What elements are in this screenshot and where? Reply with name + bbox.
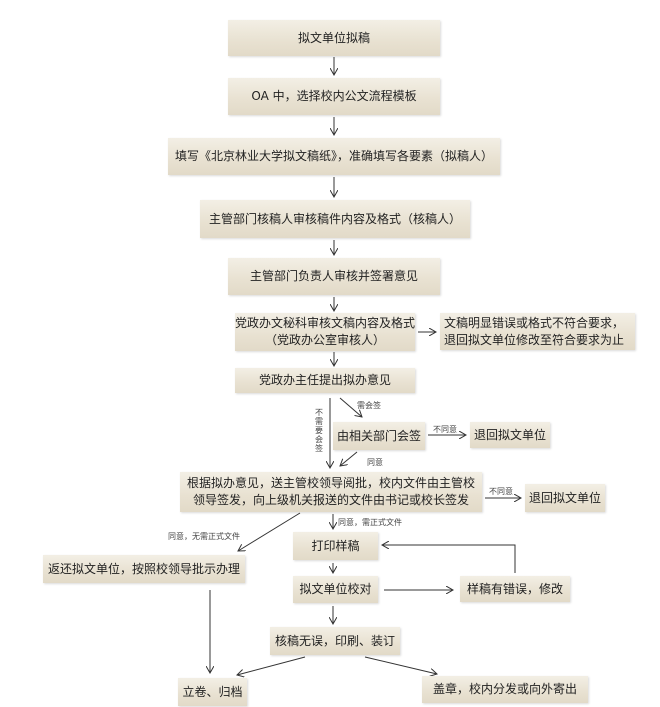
step-label: 返还拟文单位，按照校领导批示办理 [47, 561, 240, 576]
step-label: 拟文单位拟稿 [297, 30, 370, 45]
step-label: 打印样稿 [311, 538, 360, 553]
step-fill-form: 填写《北京林业大学拟文稿纸》，准确填写各要素（拟稿人） [168, 138, 500, 175]
label-disagree-cosign: 不同意 [433, 425, 457, 434]
step-label: 拟文单位校对 [299, 582, 372, 596]
step-label: 根据拟办意见，送主管校领导阅批，校内文件由主管校 [186, 476, 475, 490]
arrow [339, 397, 362, 417]
step-print-bind: 核稿无误，印刷、装订 [270, 627, 400, 655]
step-cosign: 由相关部门会签 [333, 422, 425, 450]
step-label: 主管部门负责人审核并签署意见 [249, 269, 418, 283]
label-agree-formal: 同意，需正式文件 [338, 518, 402, 527]
arrow [238, 512, 301, 551]
step-label: 主管部门核稿人审核稿件内容及格式（核稿人） [208, 211, 461, 226]
arrow [340, 451, 358, 466]
step-return-cosign: 退回拟文单位 [470, 422, 550, 448]
label-need-cosign: 需会签 [357, 401, 381, 410]
step-label: 立卷、归档 [182, 684, 243, 699]
step-label: 样稿有错误，修改 [466, 581, 563, 596]
label-no-cosign: 不需要会签 [315, 408, 323, 453]
step-label: 党政办文秘科审核文稿内容及格式 [235, 316, 416, 330]
step-leader-approval: 根据拟办意见，送主管校领导阅批，校内文件由主管校领导签发，向上级机关报送的文件由… [180, 472, 482, 512]
step-secretariat-review: 党政办文秘科审核文稿内容及格式 （党政办公室审核人） [235, 313, 415, 351]
arrow [237, 656, 306, 675]
step-return-leader: 退回拟文单位 [525, 484, 605, 512]
step-label: 党政办主任提出拟办意见 [258, 373, 391, 387]
step-fix-sample: 样稿有错误，修改 [460, 576, 570, 602]
step-stamp-distribute: 盖章，校内分发或向外寄出 [422, 676, 588, 703]
step-label: OA 中，选择校内公文流程模板 [251, 89, 417, 103]
step-proofread: 拟文单位校对 [293, 576, 378, 603]
step-archive: 立卷、归档 [178, 678, 247, 706]
step-draft: 拟文单位拟稿 [228, 20, 440, 56]
step-label: 退回拟文单位 [473, 427, 546, 442]
step-label: 填写《北京林业大学拟文稿纸》，准确填写各要素（拟稿人） [174, 149, 493, 163]
step-label: 文稿明显错误或格式不符合要求， [444, 315, 625, 330]
step-dept-review: 主管部门核稿人审核稿件内容及格式（核稿人） [200, 200, 470, 238]
step-dept-head-sign: 主管部门负责人审核并签署意见 [228, 258, 440, 295]
step-director-opinion: 党政办主任提出拟办意见 [235, 368, 415, 393]
step-return-handle: 返还拟文单位，按照校领导批示办理 [43, 555, 245, 583]
step-label: 盖章，校内分发或向外寄出 [432, 682, 577, 696]
step-select-template: OA 中，选择校内公文流程模板 [228, 78, 440, 115]
step-label: 由相关部门会签 [336, 428, 421, 443]
arrow [382, 545, 516, 573]
step-label: （党政办公室审核人） [264, 333, 385, 347]
step-print-sample: 打印样稿 [293, 532, 378, 560]
step-label: 退回拟文单位修改至符合要求为止 [444, 332, 625, 347]
step-label: 核稿无误，印刷、装订 [274, 633, 395, 648]
label-agree: 同意 [367, 458, 383, 467]
arrow [364, 656, 437, 674]
step-label: 领导签发，向上级机关报送的文件由书记或校长签发 [192, 493, 469, 507]
step-label: 退回拟文单位 [528, 490, 601, 505]
step-return-for-fix: 文稿明显错误或格式不符合要求， 退回拟文单位修改至符合要求为止 [440, 313, 635, 350]
label-disagree-leader: 不同意 [489, 487, 513, 496]
label-agree-informal: 同意，无需正式文件 [168, 532, 240, 541]
